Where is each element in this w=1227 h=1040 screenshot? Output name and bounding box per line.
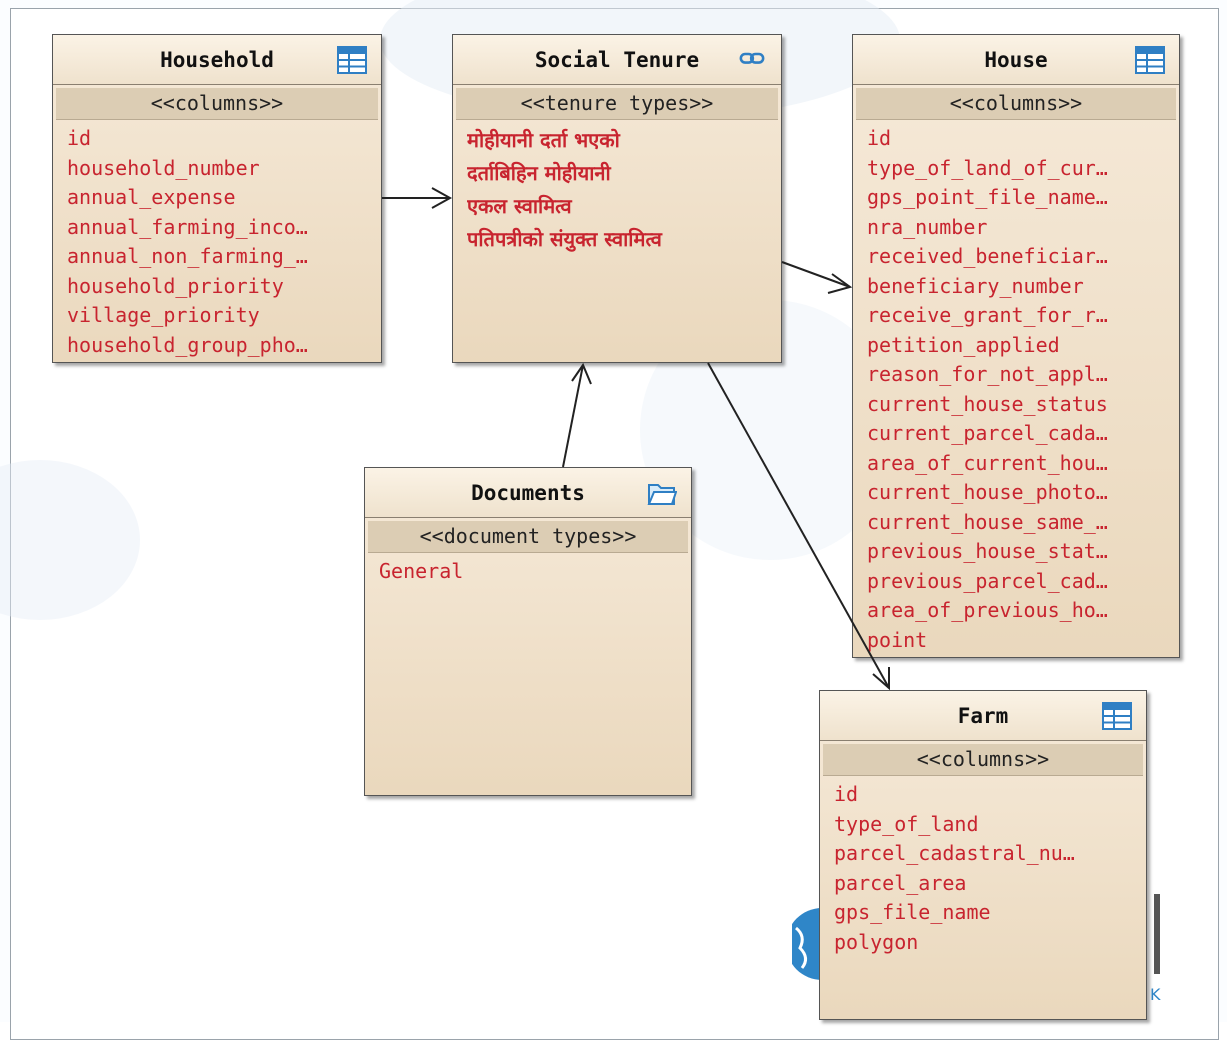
list-item[interactable]: received_beneficiar… <box>867 244 1108 268</box>
section-header: <<columns>> <box>823 744 1143 776</box>
list-item[interactable]: petition_applied <box>867 332 1060 357</box>
item-list: id type_of_land_of_cur… gps_point_file_n… <box>853 120 1179 655</box>
list-item[interactable]: point <box>867 627 928 652</box>
list-item[interactable]: annual_expense <box>67 185 236 209</box>
entity-header: Documents <box>365 468 691 518</box>
entity-header: Household <box>53 35 381 85</box>
entity-house[interactable]: House <<columns>> id type_of_land_of_cur… <box>852 34 1180 658</box>
list-item[interactable]: id <box>834 782 859 806</box>
entity-header: House <box>853 35 1179 85</box>
list-item[interactable]: receive_grant_for_r… <box>867 303 1108 327</box>
list-item[interactable]: type_of_land <box>834 811 979 836</box>
list-item[interactable]: gps_file_name <box>834 900 991 924</box>
list-item[interactable]: दर्ताबिहिन मोहीयानी <box>467 161 611 185</box>
entity-household[interactable]: Household <<columns>> id household_numbe… <box>52 34 382 363</box>
section-header: <<columns>> <box>56 88 378 120</box>
list-item[interactable]: beneficiary_number <box>867 273 1084 298</box>
list-item[interactable]: type_of_land_of_cur… <box>867 155 1108 180</box>
list-item[interactable]: household_priority <box>67 273 284 298</box>
list-item[interactable]: polygon <box>834 929 919 954</box>
list-item[interactable]: household_group_pho… <box>67 332 308 357</box>
list-item[interactable]: id <box>867 126 892 150</box>
item-list: General <box>365 553 691 587</box>
list-item[interactable]: village_priority <box>67 303 260 327</box>
list-item[interactable]: current_parcel_cada… <box>867 421 1108 445</box>
entity-header: Social Tenure <box>453 35 781 85</box>
list-item[interactable]: current_house_photo… <box>867 480 1108 504</box>
list-item[interactable]: household_number <box>67 155 260 180</box>
item-list: id type_of_land parcel_cadastral_nu… par… <box>820 776 1146 957</box>
list-item[interactable]: General <box>379 559 464 583</box>
svg-text:K: K <box>1150 985 1161 1004</box>
entity-farm[interactable]: Farm <<columns>> id type_of_land parcel_… <box>819 690 1147 1020</box>
list-item[interactable]: एकल स्वामित्व <box>467 194 572 218</box>
list-item[interactable]: parcel_cadastral_nu… <box>834 841 1075 865</box>
entity-header: Farm <box>820 691 1146 741</box>
list-item[interactable]: reason_for_not_appl… <box>867 362 1108 386</box>
section-header: <<document types>> <box>368 521 688 553</box>
list-item[interactable]: id <box>67 126 92 150</box>
list-item[interactable]: पतिपत्रीको संयुक्त स्वामित्व <box>467 227 662 251</box>
entity-title: Documents <box>471 481 585 505</box>
list-item[interactable]: annual_farming_inco… <box>67 214 308 239</box>
list-item[interactable]: area_of_current_hou… <box>867 450 1108 475</box>
entity-social-tenure[interactable]: Social Tenure <<tenure types>> मोहीयानी … <box>452 34 782 363</box>
partial-logo-icon: K <box>1150 894 1161 1004</box>
globe-icon <box>792 908 822 980</box>
table-icon <box>337 46 367 74</box>
item-list: id household_number annual_expense annua… <box>53 120 381 360</box>
list-item[interactable]: annual_non_farming_… <box>67 244 308 268</box>
list-item[interactable]: area_of_previous_ho… <box>867 598 1108 622</box>
list-item[interactable]: previous_parcel_cad… <box>867 568 1108 593</box>
table-icon <box>1102 702 1132 730</box>
table-icon <box>1135 46 1165 74</box>
list-item[interactable]: current_house_status <box>867 391 1108 416</box>
list-item[interactable]: previous_house_stat… <box>867 539 1108 563</box>
entity-title: Social Tenure <box>534 48 700 72</box>
list-item[interactable]: gps_point_file_name… <box>867 185 1108 209</box>
entity-documents[interactable]: Documents <<document types>> General <box>364 467 692 796</box>
list-item[interactable]: nra_number <box>867 214 988 239</box>
folder-icon <box>647 484 677 505</box>
entity-title: House <box>984 48 1048 72</box>
link-icon <box>739 52 765 64</box>
list-item[interactable]: parcel_area <box>834 870 967 895</box>
section-header: <<columns>> <box>856 88 1176 120</box>
entity-title: Household <box>160 48 274 72</box>
section-header: <<tenure types>> <box>456 88 778 120</box>
list-item[interactable]: current_house_same_… <box>867 509 1108 534</box>
list-item[interactable]: मोहीयानी दर्ता भएको <box>467 128 620 152</box>
entity-title: Farm <box>957 704 1009 728</box>
item-list: मोहीयानी दर्ता भएको दर्ताबिहिन मोहीयानी … <box>453 120 781 256</box>
